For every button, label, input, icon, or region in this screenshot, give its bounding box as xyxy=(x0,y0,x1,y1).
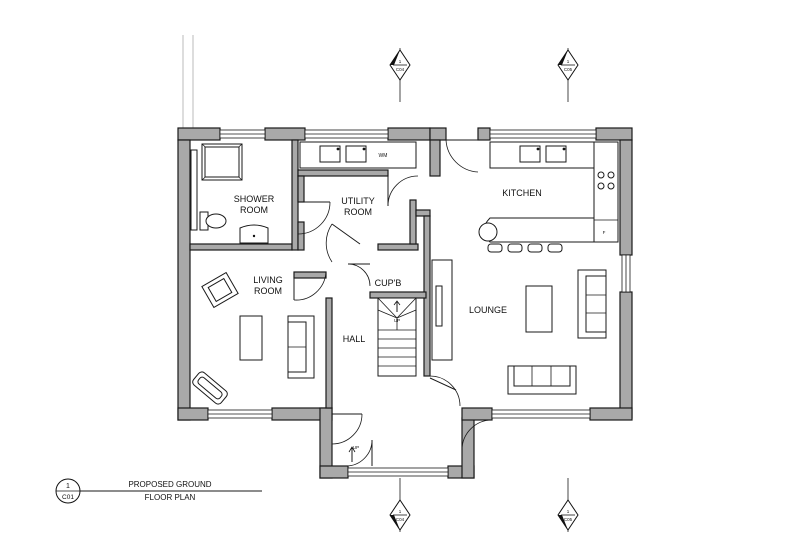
room-label-shower-line1: SHOWER xyxy=(234,194,275,204)
breakfast-bar xyxy=(478,217,595,243)
external-walls xyxy=(177,127,633,479)
toilet xyxy=(199,211,227,231)
lounge-sofa-bottom xyxy=(507,365,577,395)
washing-machine-label: WM xyxy=(379,153,388,159)
internal-walls xyxy=(189,139,431,409)
section-marker-sheet: C05 xyxy=(564,517,573,522)
section-marker-sheet: C05 xyxy=(564,67,573,72)
flue-pipe xyxy=(182,35,194,128)
utility-worktop: WM xyxy=(299,141,417,169)
drawing-title-sheet: C01 xyxy=(62,494,74,501)
room-label-lounge: LOUNGE xyxy=(469,305,507,315)
entry-up-label: UP xyxy=(353,445,359,450)
entry-step: UP xyxy=(348,445,359,462)
section-marker-number: 1 xyxy=(567,509,570,514)
stair-up-label: UP xyxy=(394,318,400,323)
windows xyxy=(207,129,631,477)
drawing-title-line2: FLOOR PLAN xyxy=(145,493,196,502)
wash-basin xyxy=(239,224,269,244)
room-label-living-line2: ROOM xyxy=(254,286,282,296)
section-marker-number: 1 xyxy=(399,509,402,514)
doors xyxy=(293,139,493,467)
room-label-kitchen: KITCHEN xyxy=(502,188,542,198)
drawing-title-line1: PROPOSED GROUND xyxy=(128,480,211,489)
room-label-shower-line2: ROOM xyxy=(240,205,268,215)
fridge-label: F xyxy=(603,230,606,235)
section-marker-number: 1 xyxy=(399,59,402,64)
bar-stools xyxy=(487,243,563,253)
section-marker-bottom-right: 1 C05 xyxy=(557,478,579,532)
room-label-cupboard: CUP'B xyxy=(375,278,402,288)
radiator xyxy=(190,149,198,231)
section-marker-bottom-left: 1 C04 xyxy=(389,478,411,532)
living-chaise xyxy=(192,371,228,405)
room-label-utility-line1: UTILITY xyxy=(341,196,375,206)
section-marker-sheet: C04 xyxy=(396,67,405,72)
section-marker-number: 1 xyxy=(567,59,570,64)
drawing-title-number: 1 xyxy=(66,483,70,490)
living-sofa xyxy=(287,315,315,379)
room-label-hall: HALL xyxy=(343,334,366,344)
living-coffee-table xyxy=(239,315,263,361)
room-label-living-line1: LIVING xyxy=(253,275,283,285)
lounge-sofa-right xyxy=(577,269,607,339)
living-armchair xyxy=(201,271,239,309)
section-marker-sheet: C04 xyxy=(396,517,405,522)
drawing-title-block: 1 C01 PROPOSED GROUND FLOOR PLAN xyxy=(55,478,262,504)
shower-tray xyxy=(201,143,243,181)
kitchen-worktop: F xyxy=(489,141,619,243)
staircase: UP xyxy=(377,297,417,377)
section-marker-top-right: 1 C05 xyxy=(557,48,579,102)
section-marker-top-left: 1 C04 xyxy=(389,48,411,102)
lounge-coffee-table xyxy=(525,285,553,333)
lounge-screen xyxy=(431,259,453,361)
room-label-utility-line2: ROOM xyxy=(344,207,372,217)
